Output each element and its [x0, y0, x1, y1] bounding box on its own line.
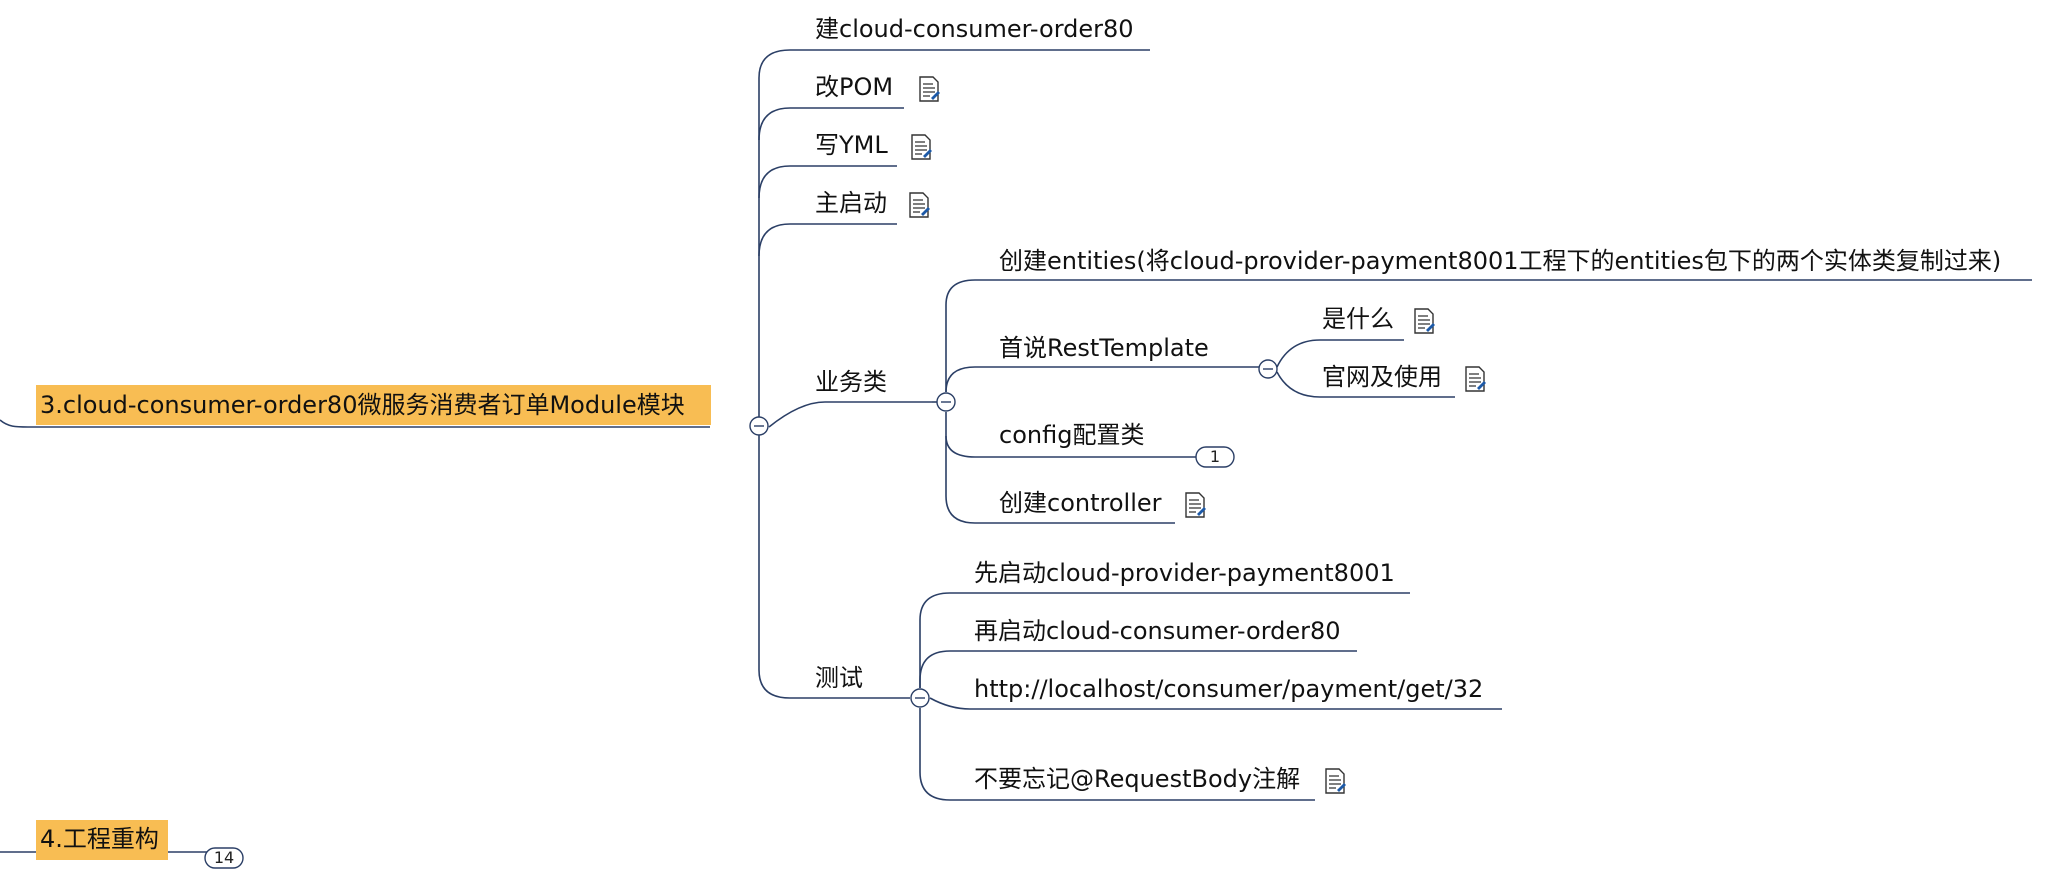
branch-what: [1276, 339, 1404, 368]
topic3-label[interactable]: 3.cloud-consumer-order80微服务消费者订单Module模块: [40, 391, 685, 419]
topic4-collapsed-count-badge[interactable]: 14: [213, 848, 235, 867]
note-icon[interactable]: [1413, 308, 1435, 334]
topic4-label[interactable]: 4.工程重构: [40, 825, 159, 853]
branch-requestbody: [919, 708, 1315, 801]
connector-topic3-in: [0, 419, 710, 428]
note-icon[interactable]: [1464, 366, 1486, 392]
node-yml[interactable]: 写YML: [815, 131, 888, 159]
config-collapsed-count-badge[interactable]: 1: [1209, 447, 1221, 466]
node-business[interactable]: 业务类: [815, 368, 887, 396]
branch-start-provider: [919, 592, 1410, 688]
note-icon[interactable]: [1324, 768, 1346, 794]
node-start-provider[interactable]: 先启动cloud-provider-payment8001: [974, 559, 1395, 587]
branch-official: [1276, 371, 1455, 398]
node-official[interactable]: 官网及使用: [1322, 363, 1442, 391]
badge-topic4-shape: [204, 847, 244, 869]
node-config[interactable]: config配置类: [999, 421, 1145, 449]
node-requestbody[interactable]: 不要忘记@RequestBody注解: [974, 765, 1301, 793]
node-create-module[interactable]: 建cloud-consumer-order80: [815, 15, 1134, 43]
branch-url: [929, 697, 1502, 710]
branch-business: [768, 401, 932, 428]
node-entities[interactable]: 创建entities(将cloud-provider-payment8001工程…: [999, 247, 2002, 275]
node-main[interactable]: 主启动: [815, 189, 887, 217]
note-icon[interactable]: [918, 76, 940, 102]
node-what[interactable]: 是什么: [1322, 305, 1394, 333]
trunk-topic3-up: [758, 49, 1150, 425]
note-icon[interactable]: [910, 134, 932, 160]
note-icon[interactable]: [908, 192, 930, 218]
node-controller[interactable]: 创建controller: [999, 489, 1162, 517]
branch-pom: [758, 107, 904, 141]
node-url[interactable]: http://localhost/consumer/payment/get/32: [974, 675, 1484, 703]
branch-yml: [758, 165, 897, 199]
topic3-highlight: [36, 385, 711, 425]
branch-entities: [945, 279, 2032, 392]
branch-start-consumer: [919, 650, 1357, 688]
branch-main: [758, 223, 897, 257]
topic4-highlight: [36, 820, 168, 860]
node-start-consumer[interactable]: 再启动cloud-consumer-order80: [974, 617, 1341, 645]
badge-config-shape: [1195, 446, 1235, 468]
node-test[interactable]: 测试: [815, 664, 863, 692]
branch-resttemplate: [945, 366, 1262, 393]
trunk-topic3-down: [758, 433, 910, 699]
note-icon[interactable]: [1184, 492, 1206, 518]
node-resttemplate[interactable]: 首说RestTemplate: [999, 334, 1209, 362]
branch-controller: [945, 436, 1175, 524]
node-pom[interactable]: 改POM: [815, 73, 894, 101]
